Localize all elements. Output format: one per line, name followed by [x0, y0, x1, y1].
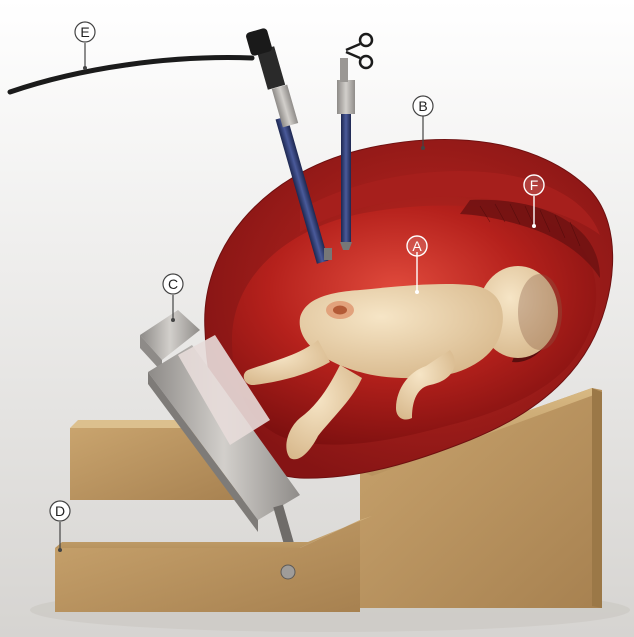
callout-label-a: A — [412, 238, 422, 254]
callout-label-b: B — [418, 98, 427, 114]
callout-label-e: E — [80, 24, 89, 40]
callout-label-c: C — [168, 276, 178, 292]
mounting-bolt — [281, 565, 295, 579]
callout-label-d: D — [55, 503, 65, 519]
callout-label-f: F — [530, 177, 539, 193]
